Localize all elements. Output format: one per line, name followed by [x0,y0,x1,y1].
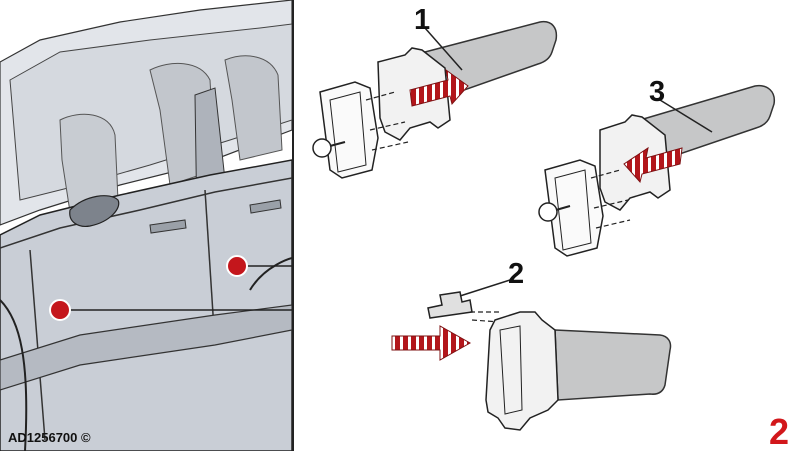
callout-2: 2 [508,258,525,290]
direction-arrow-slide [391,325,472,361]
location-marker-front [49,299,71,321]
trim-part-2 [427,279,672,431]
callout-1: 1 [414,4,431,36]
leader-line-3 [659,99,713,133]
figure-code: AD1256700 © [8,430,91,445]
location-marker-rear [226,255,248,277]
direction-arrow-insert [409,68,469,107]
leader-line-1 [424,27,463,71]
car-side-illustration [0,0,292,451]
trim-strip-3 [538,84,776,257]
direction-arrow-remove [623,146,683,184]
leader-line-2 [459,279,511,297]
page-number: 2 [769,411,790,452]
callout-3: 3 [649,76,666,108]
location-markers [49,255,292,321]
